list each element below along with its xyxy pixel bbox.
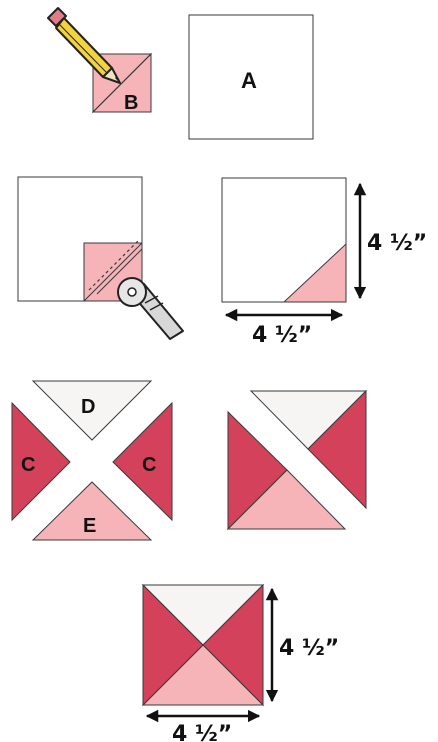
pencil-icon	[47, 7, 121, 84]
width-dimension-label: 4 ½”	[252, 323, 312, 348]
square-a	[188, 14, 314, 140]
step-1-mark-square: B A	[47, 7, 314, 140]
trimmed-corner-triangle	[282, 242, 347, 303]
triangle-d	[31, 380, 153, 441]
marked-diagonal	[83, 242, 143, 302]
step-3-assemble: D C C E	[11, 380, 368, 541]
label-c-right: C	[142, 454, 156, 476]
finished-height-label: 4 ½”	[279, 636, 339, 661]
label-b: B	[124, 92, 138, 114]
step-2-sew-and-trim: 4 ½” 4 ½”	[17, 176, 427, 348]
label-a: A	[241, 68, 257, 93]
label-d: D	[81, 396, 95, 418]
cut-line	[96, 248, 143, 295]
triangle-c-right	[112, 401, 173, 522]
step-4-finished-block: 4 ½” 4 ½”	[141, 583, 339, 742]
rotary-cutter-icon	[117, 277, 184, 340]
triangle-e	[31, 481, 153, 541]
height-dimension-label: 4 ½”	[367, 231, 427, 256]
joined-right-half	[307, 389, 367, 510]
triangle-c-left	[11, 401, 71, 522]
finished-block-outline	[142, 584, 264, 706]
label-e: E	[83, 515, 96, 537]
label-c-left: C	[21, 454, 35, 476]
finished-width-label: 4 ½”	[172, 722, 232, 742]
square-b-diagonal	[92, 53, 152, 113]
joined-bottom-half	[226, 469, 347, 530]
